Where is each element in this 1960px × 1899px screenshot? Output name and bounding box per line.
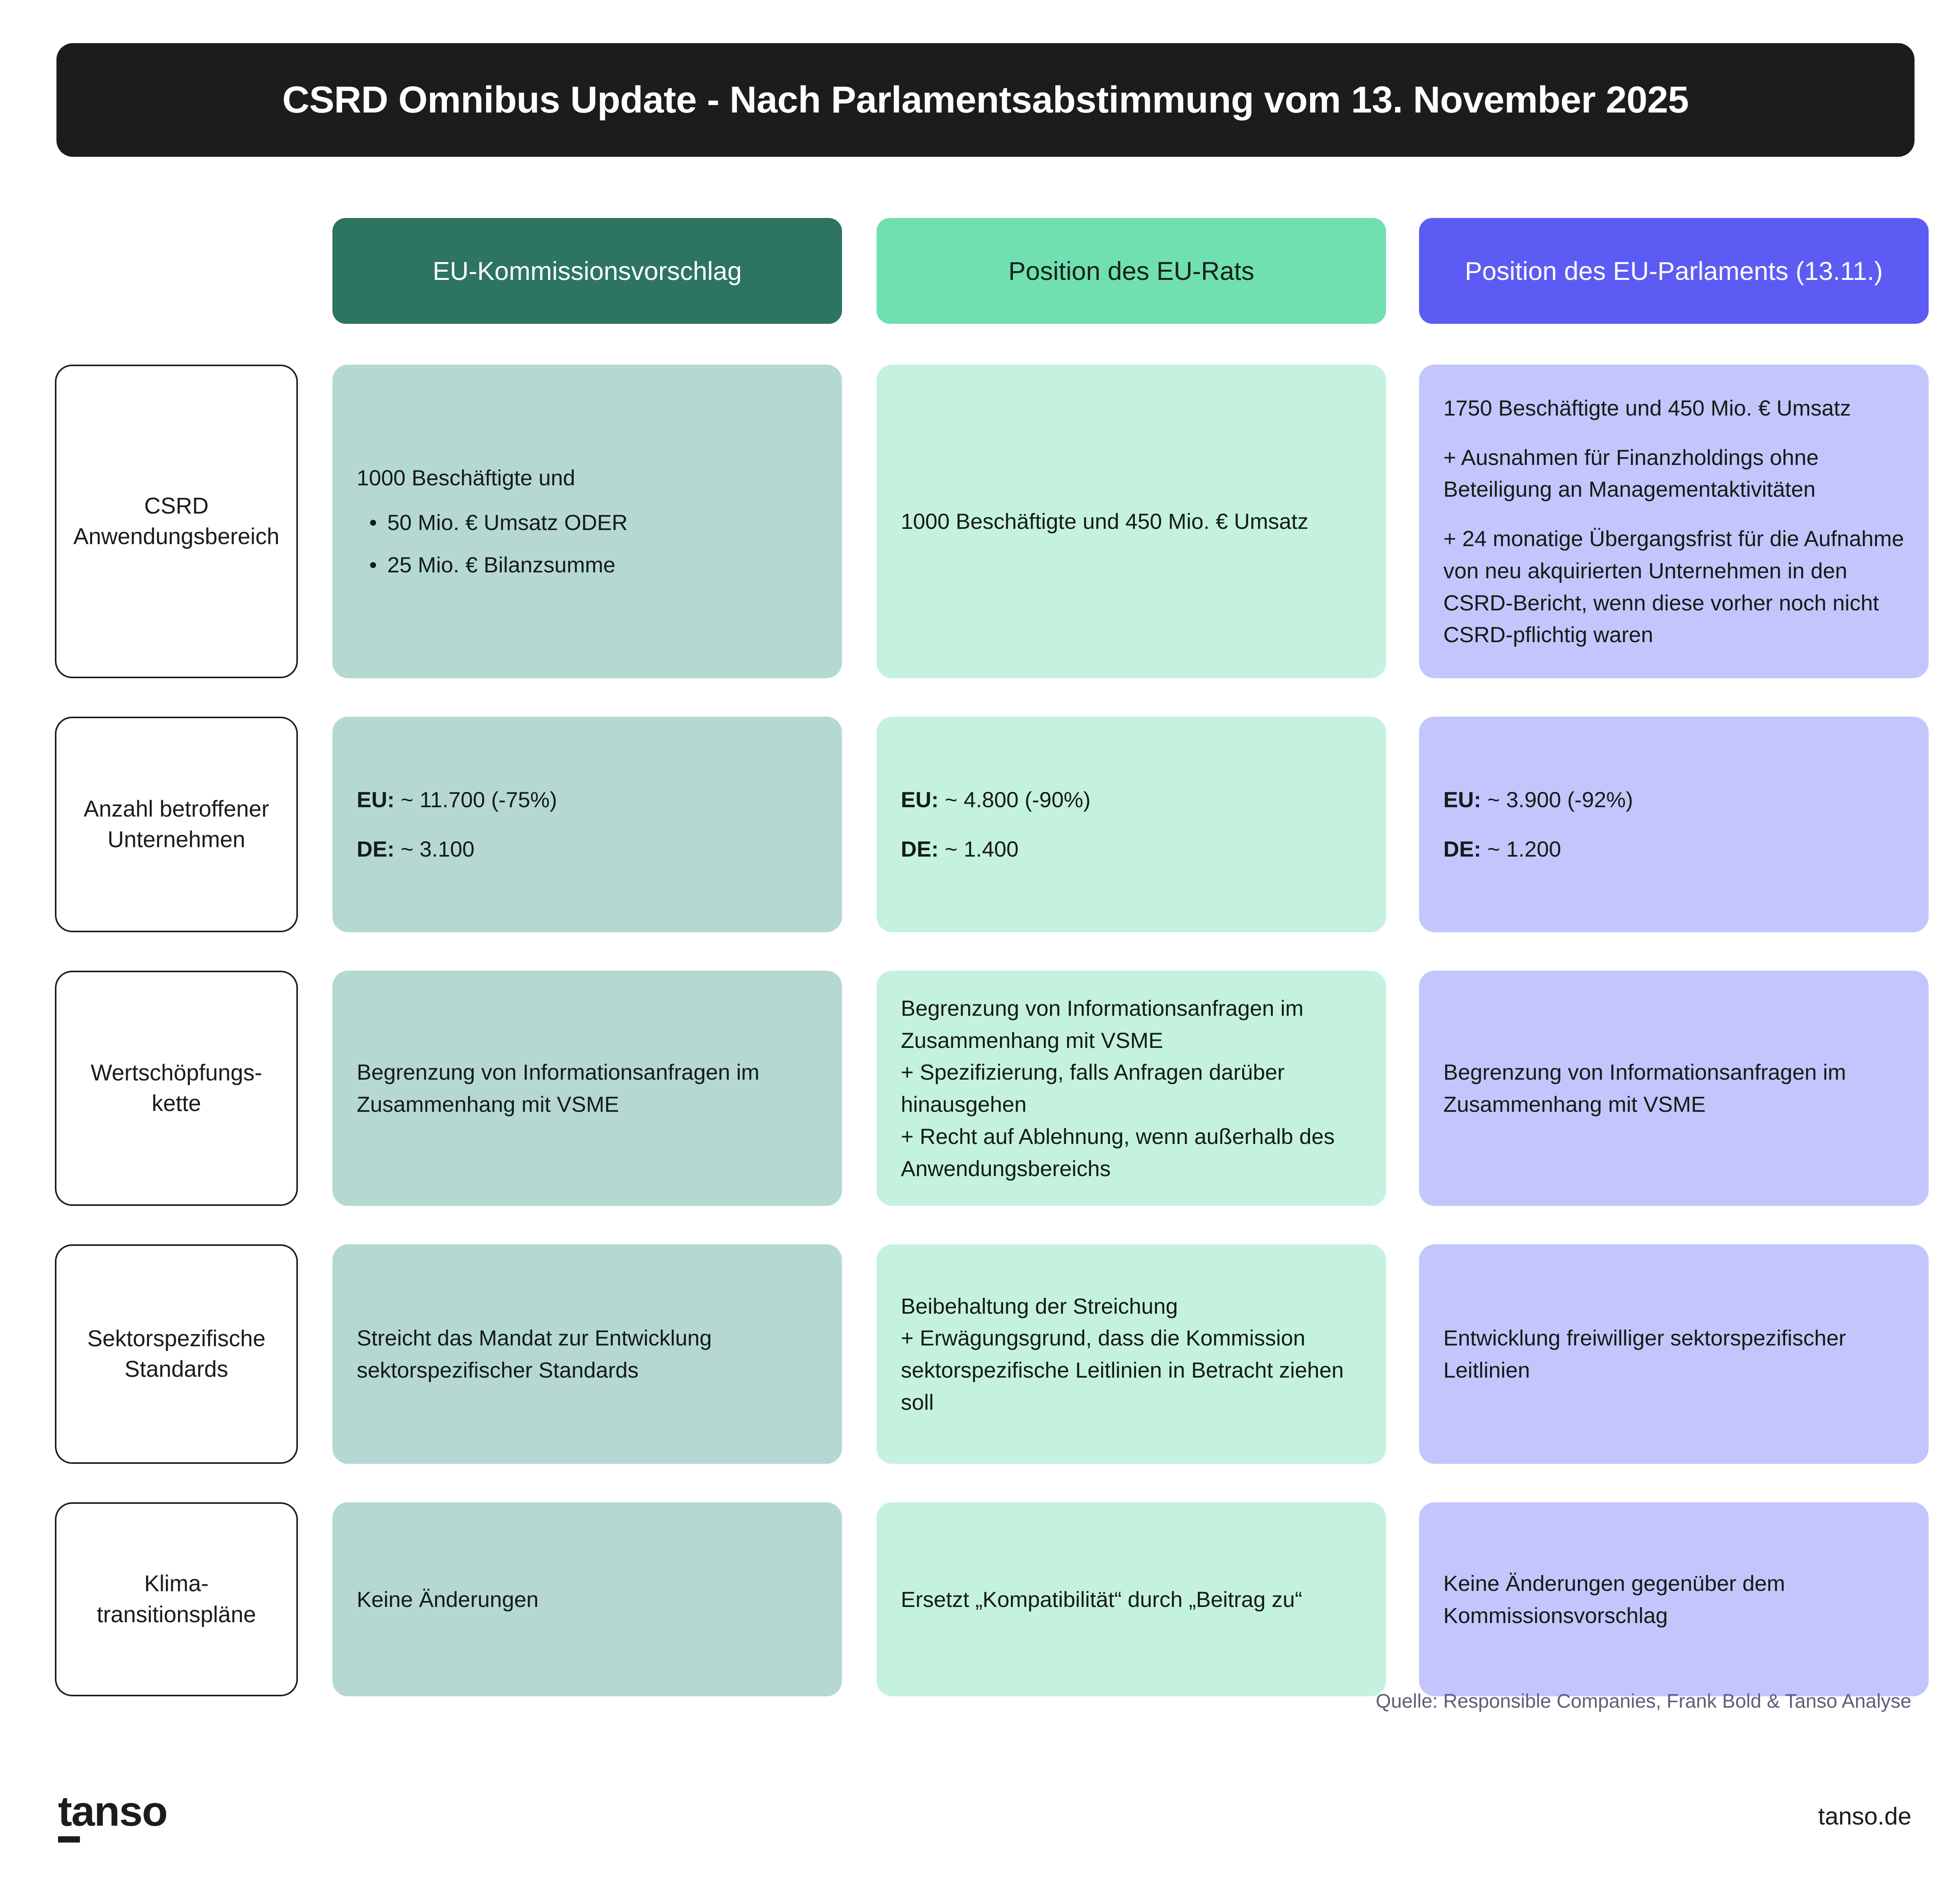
row-label-line2: Unternehmen	[107, 827, 245, 852]
cell-r3-council: Begrenzung von Informationsanfragen im Z…	[877, 971, 1386, 1206]
row-label-line2: Standards	[124, 1356, 229, 1382]
cell-r4-council: Beibehaltung der Streichung + Erwägungsg…	[877, 1244, 1386, 1464]
cell-paragraph: 1750 Beschäftigte und 450 Mio. € Umsatz	[1443, 395, 1851, 420]
tanso-logo: tanso	[58, 1790, 223, 1857]
tanso-wordmark: tanso	[58, 1787, 168, 1835]
cell-paragraph: 1000 Beschäftigte und 450 Mio. € Umsatz	[901, 509, 1308, 534]
cell-bullet-list: 50 Mio. € Umsatz ODER 25 Mio. € Bilanzsu…	[357, 496, 818, 581]
cell-r3-parliament: Begrenzung von Informationsanfragen im Z…	[1419, 971, 1929, 1206]
stat-label: DE:	[1443, 837, 1481, 861]
stat-de: DE: ~ 3.100	[357, 833, 818, 865]
column-header-label: Position des EU-Parlaments (13.11.)	[1465, 256, 1883, 285]
cell-paragraph: Keine Änderungen gegenüber dem Kommissio…	[1443, 1570, 1785, 1628]
cell-r3-commission: Begrenzung von Informationsanfragen im Z…	[332, 971, 842, 1206]
row-label-wertschoepfungskette: Wertschöpfungs- kette	[55, 971, 298, 1206]
row-label-klimatransitionsplaene: Klima- transitionspläne	[55, 1502, 298, 1696]
stat-label: EU:	[357, 787, 395, 812]
stat-value: ~ 3.100	[394, 837, 475, 861]
cell-r5-commission: Keine Änderungen	[332, 1502, 842, 1696]
row-label-line1: Anzahl betroffener	[83, 796, 269, 822]
stat-de: DE: ~ 1.200	[1443, 833, 1904, 865]
row-label-line1: Wertschöpfungs-	[91, 1060, 262, 1086]
cell-paragraph: Streicht das Mandat zur Entwicklung sekt…	[357, 1325, 712, 1382]
stat-value: ~ 1.200	[1481, 837, 1561, 861]
row-label-anzahl-betroffener-unternehmen: Anzahl betroffener Unternehmen	[55, 717, 298, 932]
cell-line: + Recht auf Ablehnung, wenn außerhalb de…	[901, 1124, 1335, 1181]
stat-value: ~ 11.700 (-75%)	[394, 787, 557, 812]
cell-r4-parliament: Entwicklung freiwilliger sektorspezifisc…	[1419, 1244, 1929, 1464]
footer-url: tanso.de	[1818, 1803, 1911, 1830]
row-label-line1: Klima-	[144, 1571, 209, 1597]
cell-r1-parliament: 1750 Beschäftigte und 450 Mio. € Umsatz …	[1419, 365, 1929, 678]
cell-line: + Spezifizierung, falls Anfragen darüber…	[901, 1060, 1285, 1117]
cell-paragraph: + 24 monatige Übergangsfrist für die Auf…	[1443, 526, 1904, 647]
stat-label: DE:	[901, 837, 939, 861]
cell-r5-parliament: Keine Änderungen gegenüber dem Kommissio…	[1419, 1502, 1929, 1696]
stat-eu: EU: ~ 3.900 (-92%)	[1443, 784, 1904, 816]
row-label-line1: Sektorspezifische	[87, 1325, 266, 1351]
row-label-csrd-anwendungsbereich: CSRD Anwendungsbereich	[55, 365, 298, 678]
stat-value: ~ 4.800 (-90%)	[938, 787, 1091, 812]
title-bar: CSRD Omnibus Update - Nach Parlamentsabs…	[56, 43, 1915, 157]
stat-label: EU:	[1443, 787, 1481, 812]
column-header-commission: EU-Kommissionsvorschlag	[332, 218, 842, 324]
row-label-line2: kette	[152, 1091, 201, 1116]
cell-line: Begrenzung von Informationsanfragen im Z…	[901, 995, 1304, 1053]
column-header-label: Position des EU-Rats	[1008, 256, 1254, 285]
cell-paragraph: Keine Änderungen	[357, 1587, 539, 1612]
source-note: Quelle: Responsible Companies, Frank Bol…	[1376, 1690, 1911, 1712]
cell-r2-commission: EU: ~ 11.700 (-75%) DE: ~ 3.100	[332, 717, 842, 932]
row-label-line2: Anwendungsbereich	[73, 524, 279, 549]
cell-r2-parliament: EU: ~ 3.900 (-92%) DE: ~ 1.200	[1419, 717, 1929, 932]
list-item: 50 Mio. € Umsatz ODER	[369, 507, 818, 539]
cell-paragraph: + Ausnahmen für Finanzholdings ohne Bete…	[1443, 445, 1819, 502]
stat-eu: EU: ~ 11.700 (-75%)	[357, 784, 818, 816]
cell-intro: 1000 Beschäftigte und	[357, 465, 575, 490]
cell-paragraph: Begrenzung von Informationsanfragen im Z…	[1443, 1060, 1846, 1117]
stat-value: ~ 3.900 (-92%)	[1481, 787, 1633, 812]
column-header-parliament: Position des EU-Parlaments (13.11.)	[1419, 218, 1929, 324]
cell-paragraph: Ersetzt „Kompatibilität“ durch „Beitrag …	[901, 1587, 1302, 1612]
cell-paragraph: Begrenzung von Informationsanfragen im Z…	[357, 1060, 760, 1117]
cell-r1-council: 1000 Beschäftigte und 450 Mio. € Umsatz	[877, 365, 1386, 678]
stat-eu: EU: ~ 4.800 (-90%)	[901, 784, 1362, 816]
row-label-sektorspezifische-standards: Sektorspezifische Standards	[55, 1244, 298, 1464]
cell-line: Beibehaltung der Streichung	[901, 1293, 1178, 1318]
stat-value: ~ 1.400	[938, 837, 1019, 861]
cell-paragraph: Entwicklung freiwilliger sektorspezifisc…	[1443, 1325, 1846, 1382]
row-label-line1: CSRD	[144, 493, 209, 519]
cell-r1-commission: 1000 Beschäftigte und 50 Mio. € Umsatz O…	[332, 365, 842, 678]
column-header-label: EU-Kommissionsvorschlag	[432, 256, 742, 285]
tanso-logo-underline-mark	[58, 1836, 80, 1843]
cell-line: + Erwägungsgrund, dass die Kommission se…	[901, 1325, 1344, 1414]
row-label-line2: transitionspläne	[96, 1601, 256, 1627]
list-item: 25 Mio. € Bilanzsumme	[369, 549, 818, 581]
cell-r2-council: EU: ~ 4.800 (-90%) DE: ~ 1.400	[877, 717, 1386, 932]
column-header-council: Position des EU-Rats	[877, 218, 1386, 324]
cell-r5-council: Ersetzt „Kompatibilität“ durch „Beitrag …	[877, 1502, 1386, 1696]
stat-label: DE:	[357, 837, 395, 861]
page-title: CSRD Omnibus Update - Nach Parlamentsabs…	[282, 79, 1689, 121]
stat-label: EU:	[901, 787, 939, 812]
cell-r4-commission: Streicht das Mandat zur Entwicklung sekt…	[332, 1244, 842, 1464]
stat-de: DE: ~ 1.400	[901, 833, 1362, 865]
